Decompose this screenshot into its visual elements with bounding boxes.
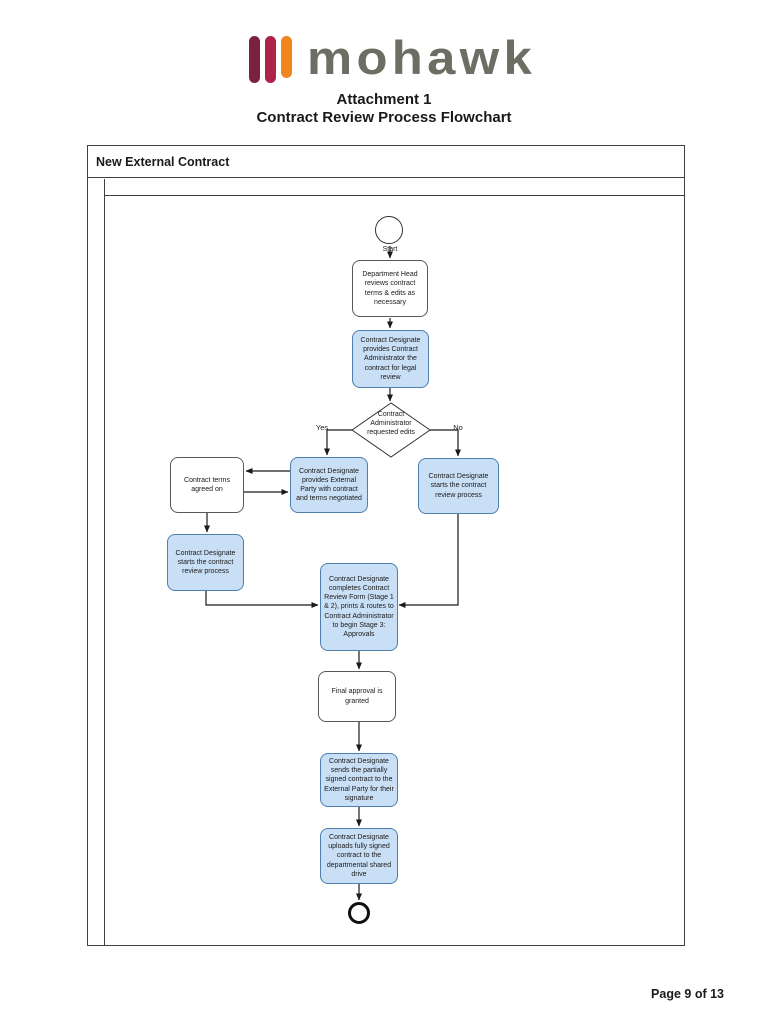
start-label: Start	[382, 246, 398, 253]
lane-header-band	[105, 179, 684, 196]
mohawk-logo: mohawk	[0, 34, 768, 83]
step-provide-external-party: Contract Designate provides External Par…	[290, 457, 368, 513]
step-upload-fully-signed: Contract Designate uploads fully signed …	[320, 828, 398, 884]
page-indicator: Page 9 of 13	[651, 987, 724, 1001]
logo-bar	[248, 36, 260, 83]
phase-band	[88, 179, 105, 945]
attachment-title: Attachment 1	[336, 91, 432, 108]
step-send-partially-signed: Contract Designate sends the partially s…	[320, 753, 398, 807]
document-title: Contract Review Process Flowchart	[256, 109, 512, 126]
decision-label: Contract Administrator requested edits	[367, 411, 415, 436]
step-start-contract-review-right: Contract Designate starts the contract r…	[418, 458, 499, 514]
branch-yes-label: Yes	[315, 423, 329, 432]
brand-wordmark: mohawk	[306, 31, 536, 84]
step-provide-contract-admin: Contract Designate provides Contract Adm…	[352, 330, 429, 388]
lane-title: New External Contract	[88, 146, 684, 178]
logo-bar	[280, 36, 292, 78]
step-start-contract-review-left: Contract Designate starts the contract r…	[167, 534, 244, 591]
logo-bar	[264, 36, 276, 83]
branch-no-label: No	[453, 423, 463, 432]
start-terminator	[375, 216, 403, 244]
end-terminator	[348, 902, 370, 924]
logo-bars-icon	[248, 36, 292, 83]
step-dept-head-review: Department Head reviews contract terms &…	[352, 260, 428, 317]
step-final-approval: Final approval is granted	[318, 671, 396, 722]
step-terms-agreed: Contract terms agreed on	[170, 457, 244, 513]
step-complete-review-form: Contract Designate completes Contract Re…	[320, 563, 398, 651]
